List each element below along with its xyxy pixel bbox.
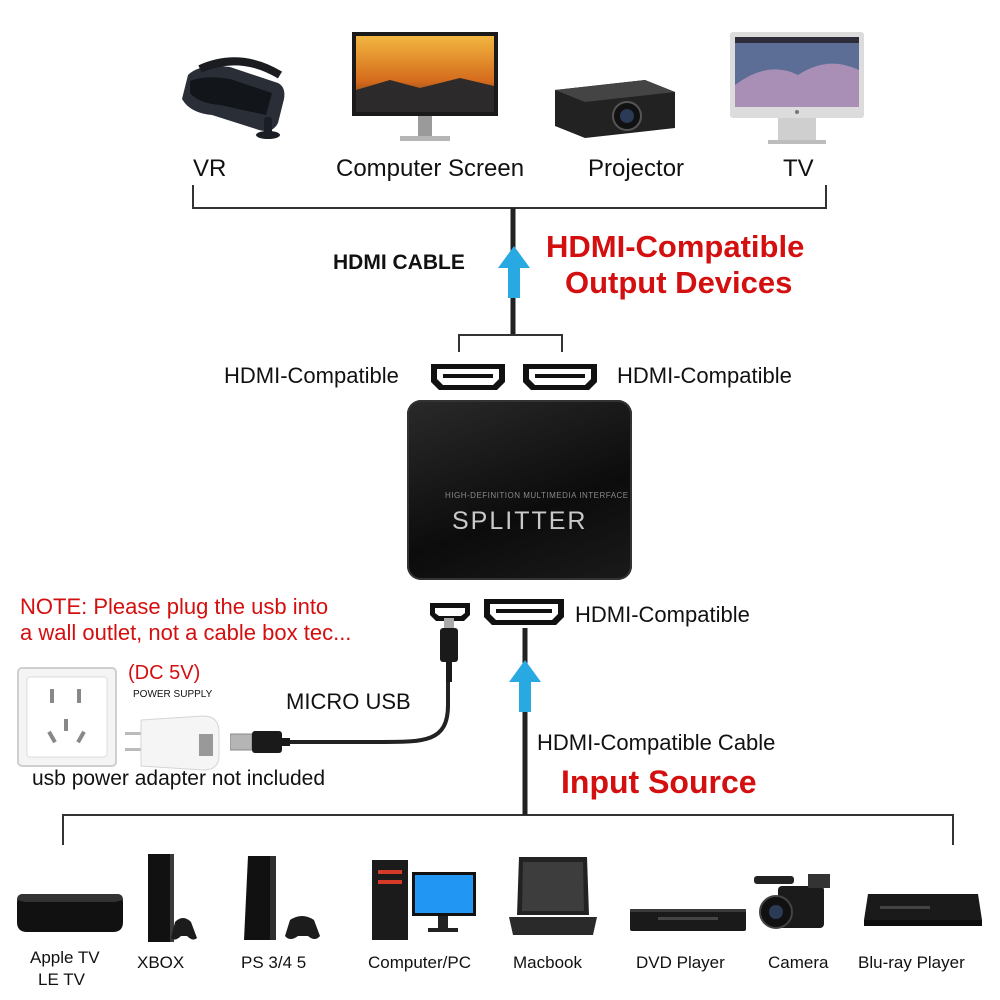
usb-plug-icon [230,731,290,753]
input-apple-tv-label-2: LE TV [38,970,85,989]
computer-screen-icon [352,32,498,141]
output-arrow [498,246,530,298]
input-camera-label: Camera [768,953,829,972]
input-apple-tv-label-1: Apple TV [30,948,100,967]
power-supply-label: POWER SUPPLY [133,689,213,700]
input-pc-label: Computer/PC [368,953,471,972]
vr-headset-icon [182,57,285,139]
input-arrow [509,660,541,712]
output-tv-label: TV [783,155,814,182]
input-xbox-label: XBOX [137,953,185,972]
apple-tv-icon [17,894,123,932]
micro-usb-label: MICRO USB [286,689,411,714]
wall-socket-icon [17,667,117,767]
xbox-icon [148,854,197,942]
macbook-icon [509,857,597,935]
input-title: Input Source [561,764,757,800]
input-port-label: HDMI-Compatible [575,602,750,627]
input-dvd-label: DVD Player [636,953,725,972]
note-line1: NOTE: Please plug the usb into [20,594,329,619]
splitter-name: SPLITTER [452,507,588,535]
output-title-line1: HDMI-Compatible [546,229,805,264]
output-projector-label: Projector [588,155,685,182]
hdmi-port-right-icon [523,364,597,390]
output-title-line2: Output Devices [565,265,793,300]
dvd-player-icon [630,909,746,931]
hdmi-port-left-icon [431,364,505,390]
hdmi-cable-label: HDMI CABLE [333,251,465,274]
port-right-label: HDMI-Compatible [617,363,792,388]
camera-icon [754,874,830,929]
hdmi-input-port-icon [484,599,564,625]
port-left-label: HDMI-Compatible [224,363,399,388]
usb-adapter-icon [125,715,220,771]
input-ps-label: PS 3/4 5 [241,953,307,972]
adapter-note-label: usb power adapter not included [32,767,326,790]
playstation-icon [244,856,320,940]
tv-icon [730,32,864,144]
input-macbook-label: Macbook [513,953,582,972]
output-screen-label: Computer Screen [336,155,525,182]
output-vr-label: VR [193,155,227,182]
note-line2: a wall outlet, not a cable box tec... [20,620,352,645]
computer-pc-icon [372,860,476,940]
input-bluray-label: Blu-ray Player [858,953,965,972]
micro-usb-port-icon [430,603,470,621]
splitter-small-text: HIGH-DEFINITION MULTIMEDIA INTERFACE [445,491,629,500]
micro-usb-plug-icon [440,618,458,682]
projector-icon [555,80,675,138]
dc-label: (DC 5V) [128,662,201,684]
bluray-player-icon [864,894,982,926]
splitter-device: HIGH-DEFINITION MULTIMEDIA INTERFACE SPL… [407,400,632,580]
input-cable-label: HDMI-Compatible Cable [537,730,776,755]
